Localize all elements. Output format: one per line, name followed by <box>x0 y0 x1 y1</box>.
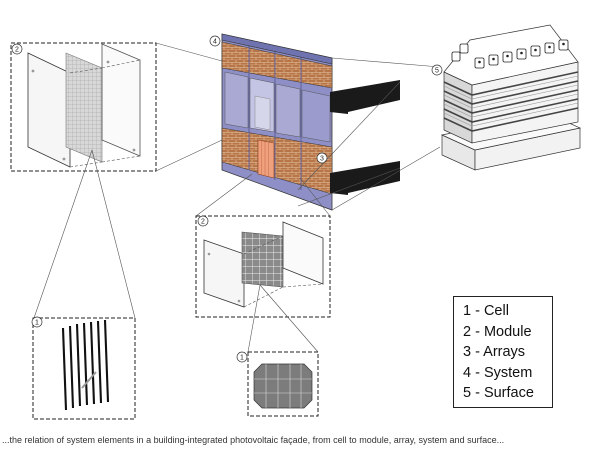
module-detail-top: 2 <box>10 42 157 172</box>
legend-box: 1 - Cell 2 - Module 3 - Arrays 4 - Syste… <box>453 296 553 408</box>
module-cell-sheet <box>65 52 103 163</box>
callout-cell-bottom <box>236 351 248 363</box>
solar-cell <box>253 363 313 409</box>
cell-detail-bottom-frame <box>247 351 319 417</box>
surface-building: 5 <box>431 24 582 171</box>
legend-item-cell: 1 - Cell <box>463 303 509 319</box>
legend-item-surface: 5 - Surface <box>463 385 534 401</box>
bracket-upper <box>330 80 400 114</box>
bracket-lower <box>330 161 400 195</box>
legend-item-arrays: 3 - Arrays <box>463 344 526 360</box>
connector-lines-cell <box>247 284 319 353</box>
callout-arrays <box>316 152 328 164</box>
callout-surface <box>431 64 443 76</box>
figure-caption: ...the relation of system elements in a … <box>2 435 505 445</box>
module-mid-front-glass <box>282 221 324 285</box>
facade-system: 4 3 <box>209 33 333 211</box>
callout-cell-left <box>31 316 43 328</box>
module-front-glass <box>101 43 141 157</box>
connector-lines-building <box>297 57 441 211</box>
callout-cell-left-label: 1 <box>35 320 39 327</box>
callout-module-mid <box>197 215 209 227</box>
module-mid-cell-grid <box>241 231 284 288</box>
highlighted-array <box>257 139 275 179</box>
module-detail-mid-frame <box>195 215 331 318</box>
callout-arrays-label: 3 <box>320 156 324 163</box>
module-detail-mid: 2 <box>195 215 331 318</box>
legend-item-module: 2 - Module <box>463 323 532 340</box>
module-mid-back-glass <box>203 239 245 308</box>
module-detail-top-frame <box>10 42 157 172</box>
cell-detail-bottom: 1 <box>236 351 319 417</box>
connector-lines-mid <box>195 173 331 217</box>
connector-lines-top <box>33 42 223 319</box>
callout-system-label: 4 <box>213 39 217 46</box>
module-back-glass <box>27 52 71 168</box>
cell-detail-left: 1 <box>31 316 136 420</box>
callout-surface-label: 5 <box>435 68 439 75</box>
callout-module-top <box>11 43 23 55</box>
callout-module-top-label: 2 <box>15 47 19 54</box>
callout-system <box>209 35 221 47</box>
callout-module-mid-label: 2 <box>201 219 205 226</box>
legend-item-system: 4 - System <box>463 364 533 381</box>
cell-detail-left-frame <box>32 317 136 420</box>
callout-cell-bottom-label: 1 <box>240 355 244 362</box>
